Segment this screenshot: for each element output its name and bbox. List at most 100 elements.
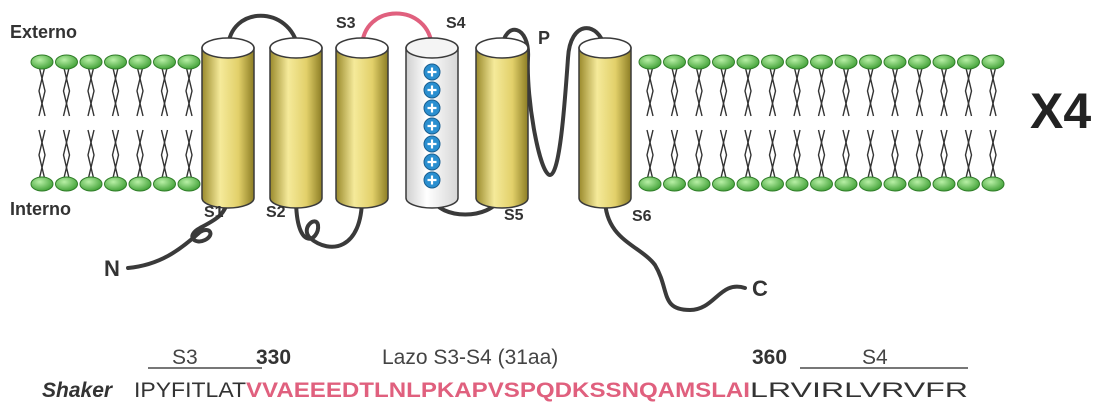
s1-label: S1 — [204, 204, 224, 221]
lipid-tail — [990, 66, 996, 116]
lipid-tail — [672, 130, 678, 180]
position-330: 330 — [256, 346, 291, 369]
lipid-head — [835, 177, 857, 191]
lipid-tail — [186, 66, 192, 116]
lipid-head — [129, 55, 151, 69]
lipid-tail — [843, 130, 849, 180]
lipid-head — [811, 177, 833, 191]
lipid-tail — [162, 130, 168, 180]
lipid-tail — [819, 130, 825, 180]
lipid-tail — [186, 130, 192, 180]
lipid-head — [105, 177, 127, 191]
lipid-tail — [186, 130, 192, 180]
lipid-tail — [137, 130, 143, 180]
lipid-head — [56, 55, 78, 69]
lipid-tail — [917, 130, 923, 180]
c-terminal-tail — [605, 198, 745, 310]
lipid-tail — [647, 66, 653, 116]
helix-s4 — [406, 38, 458, 208]
lipid-tail — [941, 130, 947, 180]
lipid-head — [154, 177, 176, 191]
lipid-head — [786, 177, 808, 191]
lipid-head — [639, 55, 661, 69]
sequence-annotation: S3 330 Lazo S3-S4 (31aa) 360 S4 Shaker I… — [42, 346, 968, 402]
lipid-tail — [64, 66, 70, 116]
lipid-head — [178, 177, 200, 191]
lipid-tail — [186, 66, 192, 116]
lipid-tail — [868, 66, 874, 116]
lipid-head — [933, 177, 955, 191]
lipid-tail — [64, 66, 70, 116]
lipid-tail — [966, 130, 972, 180]
lipid-tail — [917, 66, 923, 116]
lipid-tail — [868, 130, 874, 180]
lipid-head — [762, 55, 784, 69]
lipid-tail — [721, 130, 727, 180]
lipid-tail — [162, 66, 168, 116]
pore-label: P — [538, 28, 550, 48]
helix-top — [202, 38, 254, 58]
lipid-head — [713, 177, 735, 191]
lipid-tail — [966, 66, 972, 116]
lipid-head — [762, 177, 784, 191]
lipid-tail — [843, 130, 849, 180]
lipid-tail — [113, 66, 119, 116]
lipid-tail — [137, 66, 143, 116]
lipid-tail — [137, 130, 143, 180]
lipid-tail — [721, 66, 727, 116]
lipid-tail — [721, 66, 727, 116]
lipid-tail — [819, 66, 825, 116]
lipid-tail — [162, 66, 168, 116]
lipid-head — [56, 177, 78, 191]
lipid-tail — [721, 130, 727, 180]
s2-label: S2 — [266, 204, 286, 221]
lipid-tail — [696, 66, 702, 116]
lipid-tail — [39, 130, 45, 180]
lipid-tail — [745, 130, 751, 180]
lipid-head — [958, 177, 980, 191]
lipid-head — [958, 55, 980, 69]
lipid-tail — [672, 130, 678, 180]
interno-label: Interno — [10, 199, 71, 219]
lipid-head — [737, 177, 759, 191]
lipid-head — [639, 177, 661, 191]
lipid-tail — [917, 130, 923, 180]
lipid-head — [884, 55, 906, 69]
lipid-tail — [696, 130, 702, 180]
lipid-tail — [64, 130, 70, 180]
sequence-before: IPYFITLAT — [134, 379, 246, 402]
lipid-head — [664, 55, 686, 69]
n-terminus-label: N — [104, 256, 120, 281]
lipid-head — [664, 177, 686, 191]
lipid-tail — [745, 130, 751, 180]
seq-s4-label: S4 — [862, 346, 888, 369]
helix-s3 — [336, 38, 388, 208]
lipid-tail — [745, 66, 751, 116]
lipid-tail — [892, 130, 898, 180]
lipid-tail — [966, 66, 972, 116]
lipid-tail — [794, 66, 800, 116]
lipid-tail — [770, 66, 776, 116]
lipid-tail — [39, 130, 45, 180]
c-terminus-label: C — [752, 276, 768, 301]
lipid-head — [933, 55, 955, 69]
lipid-tail — [892, 130, 898, 180]
lipid-tail — [647, 130, 653, 180]
lipid-tail — [843, 66, 849, 116]
lipid-head — [982, 55, 1004, 69]
lipid-tail — [88, 130, 94, 180]
lipid-head — [105, 55, 127, 69]
lipid-tail — [88, 66, 94, 116]
lipid-head — [835, 55, 857, 69]
lipid-tail — [745, 66, 751, 116]
s6-label: S6 — [632, 208, 652, 225]
helix-body — [202, 48, 254, 208]
lipid-tail — [162, 130, 168, 180]
lipid-tail — [647, 130, 653, 180]
lipid-tail — [672, 66, 678, 116]
lipid-tail — [647, 66, 653, 116]
lipid-tail — [113, 66, 119, 116]
helix-body — [270, 48, 322, 208]
lipid-tail — [917, 66, 923, 116]
